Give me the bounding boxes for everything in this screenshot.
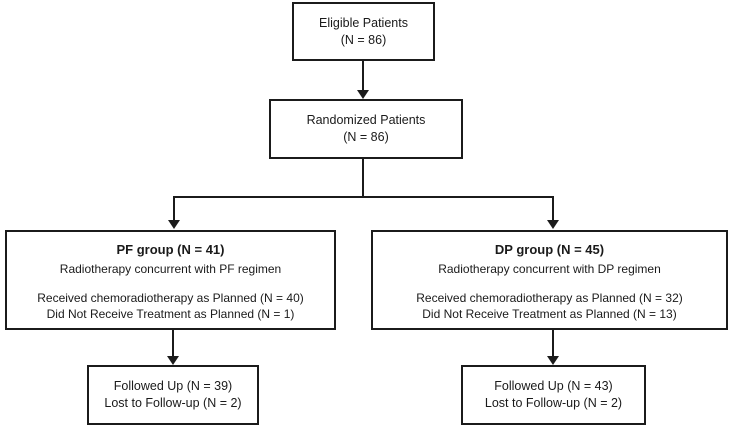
connector-dp-to-followup	[552, 330, 554, 357]
arrowhead-down-icon	[357, 90, 369, 99]
node-randomized-patients: Randomized Patients (N = 86)	[269, 99, 463, 159]
connector-pf-to-followup	[172, 330, 174, 357]
arrowhead-down-icon	[547, 220, 559, 229]
dp-lost-to-followup: Lost to Follow-up (N = 2)	[484, 396, 623, 410]
arrowhead-down-icon	[547, 356, 559, 365]
pf-group-received: Received chemoradiotherapy as Planned (N…	[37, 290, 304, 305]
node-dp-group: DP group (N = 45) Radiotherapy concurren…	[371, 230, 728, 330]
dp-group-title: DP group (N = 45)	[494, 242, 605, 257]
node-eligible-patients: Eligible Patients (N = 86)	[292, 2, 435, 61]
randomized-patients-count: (N = 86)	[343, 130, 389, 144]
pf-followed-up: Followed Up (N = 39)	[113, 379, 233, 394]
pf-group-not-received: Did Not Receive Treatment as Planned (N …	[46, 306, 295, 321]
connector-randomization-bus	[173, 196, 554, 198]
connector-to-pf-group	[173, 196, 175, 221]
connector-randomized-stem	[362, 159, 364, 197]
node-dp-followup: Followed Up (N = 43) Lost to Follow-up (…	[461, 365, 646, 425]
pf-group-title: PF group (N = 41)	[116, 242, 225, 257]
randomized-patients-label: Randomized Patients	[306, 113, 426, 128]
connector-to-dp-group	[552, 196, 554, 221]
pf-group-regimen: Radiotherapy concurrent with PF regimen	[59, 261, 282, 276]
dp-group-received: Received chemoradiotherapy as Planned (N…	[416, 290, 683, 305]
eligible-patients-count: (N = 86)	[340, 32, 387, 47]
arrowhead-down-icon	[167, 356, 179, 365]
dp-group-regimen: Radiotherapy concurrent with DP regimen	[438, 261, 661, 276]
pf-lost-to-followup: Lost to Follow-up (N = 2)	[104, 396, 242, 410]
dp-group-not-received: Did Not Receive Treatment as Planned (N …	[422, 306, 677, 321]
connector-eligible-to-randomized	[362, 61, 364, 92]
dp-followed-up: Followed Up (N = 43)	[494, 379, 613, 394]
node-pf-group: PF group (N = 41) Radiotherapy concurren…	[5, 230, 336, 330]
eligible-patients-label: Eligible Patients	[319, 15, 408, 30]
arrowhead-down-icon	[168, 220, 180, 229]
node-pf-followup: Followed Up (N = 39) Lost to Follow-up (…	[87, 365, 259, 425]
